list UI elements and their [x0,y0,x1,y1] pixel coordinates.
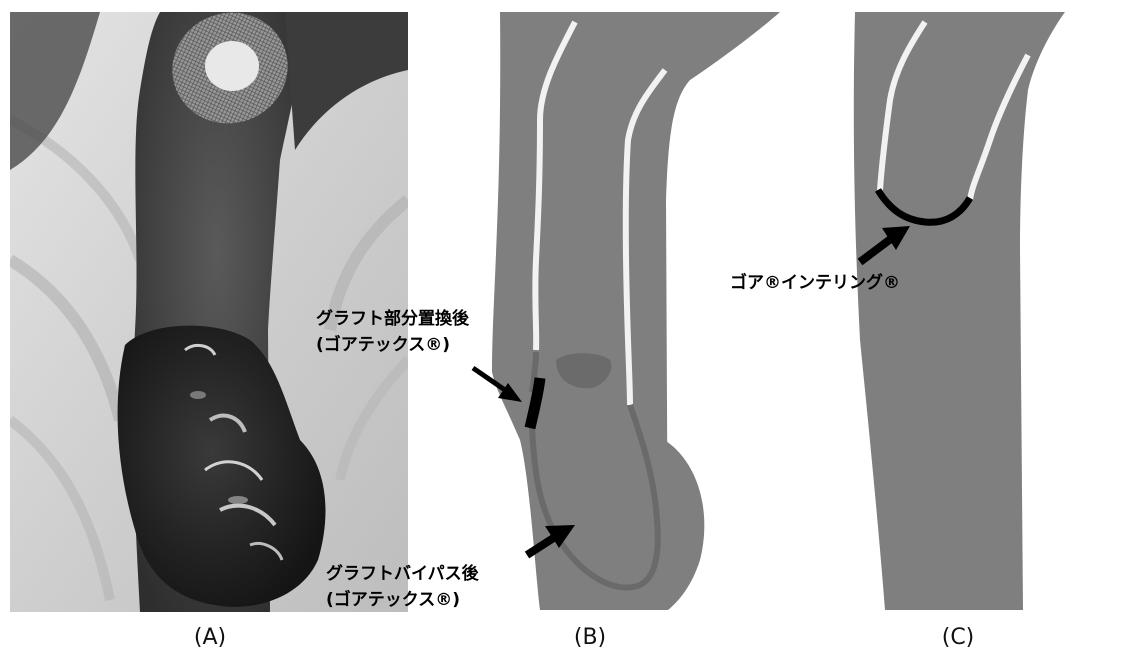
panel-b-diagram [473,12,780,610]
label-bypass-graft-line2: (ゴアテックス®) [326,587,479,613]
panel-label-b: (B) [550,625,630,650]
panel-c-diagram [854,12,1065,610]
panel-label-c: (C) [918,625,998,650]
label-bypass-graft-line1: グラフトバイパス後 [326,561,479,587]
label-gore-ring: ゴア®インテリング® [730,270,900,296]
panel-label-a: (A) [170,625,250,650]
label-bypass-graft: グラフトバイパス後 (ゴアテックス®) [326,561,479,613]
label-gore-ring-line1: ゴア®インテリング® [730,270,900,296]
label-partial-graft: グラフト部分置換後 (ゴアテックス®) [316,306,469,358]
label-partial-graft-line1: グラフト部分置換後 [316,306,469,332]
label-partial-graft-line2: (ゴアテックス®) [316,332,469,358]
limb-c [854,12,1065,610]
